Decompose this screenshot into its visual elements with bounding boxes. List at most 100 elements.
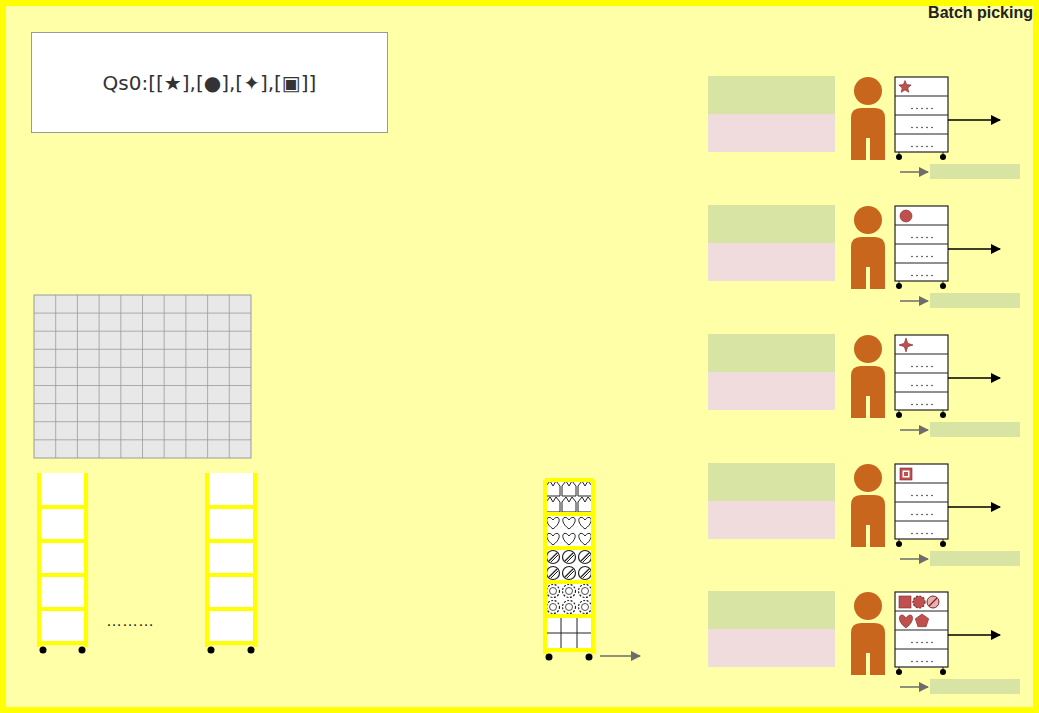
shelf-dots (921, 275, 923, 277)
picker-row (708, 76, 1020, 179)
progress-bar (930, 293, 1020, 308)
pattern-grid (545, 633, 593, 634)
shelf-dots (921, 495, 923, 497)
shelf-dots (931, 275, 933, 277)
shelf-dots (921, 661, 923, 663)
pattern-slash (567, 555, 574, 562)
shelf-dots (916, 642, 918, 644)
grid-line (34, 403, 251, 404)
shelf-dots (911, 495, 913, 497)
cart-wheel (896, 154, 902, 160)
cart-shelf (39, 641, 86, 645)
cart-shelf (207, 573, 255, 577)
shelf-dots (921, 514, 923, 516)
picker-row (708, 463, 1020, 566)
status-box-pink (708, 372, 835, 410)
grid-line (120, 295, 121, 458)
shelf-dots (931, 642, 933, 644)
shelf-dots (926, 237, 928, 239)
picking-cart (895, 206, 948, 281)
pattern-hexagon (546, 481, 560, 496)
yellow-cart (207, 473, 255, 654)
cart-shelf (545, 648, 593, 652)
grid-line (34, 367, 251, 368)
shelf-dots (926, 495, 928, 497)
status-box-pink (708, 501, 835, 539)
shelf-dots (911, 127, 913, 129)
progress-arrow (900, 558, 928, 560)
cart-post (543, 480, 547, 654)
shelf-dots (911, 661, 913, 663)
queue-box: Qs0:[[★],[●],[✦],[▣]] (31, 32, 388, 133)
progress-arrow (900, 300, 928, 302)
picker-body (851, 495, 885, 547)
status-box-pink (708, 114, 835, 152)
progress-bar (930, 679, 1020, 694)
cart-shelf (545, 478, 593, 482)
picker-body (851, 623, 885, 675)
pattern-flower-core (582, 588, 589, 595)
shelf-dots (916, 514, 918, 516)
pattern-flower-core (566, 604, 573, 611)
shelf-dots (931, 404, 933, 406)
shelf-dots (921, 256, 923, 258)
pattern-slash (581, 569, 589, 577)
status-box-green (708, 334, 835, 372)
diagram-title: Batch picking (928, 4, 1033, 22)
pattern-slash (583, 555, 590, 562)
grid-line (99, 295, 100, 458)
shelf-dots (911, 404, 913, 406)
shelf-dots (921, 404, 923, 406)
cart-shelf (895, 648, 948, 649)
picker-body (851, 366, 885, 418)
cart-shelf (895, 353, 948, 354)
status-box-pink (708, 629, 835, 667)
shelf-dots (921, 642, 923, 644)
output-arrow (948, 119, 1000, 121)
output-arrow (948, 506, 1000, 508)
shelf-pattern (545, 548, 593, 580)
cart-wheel (940, 283, 946, 289)
shelf-dots (916, 146, 918, 148)
output-arrow (948, 377, 1000, 379)
picking-cart (895, 464, 948, 539)
yellow-cart (545, 480, 593, 661)
shelf-dots (926, 108, 928, 110)
picker-head (854, 335, 882, 363)
cart-wheel (896, 412, 902, 418)
pattern-hexagon (562, 481, 576, 496)
pattern-slashed-circle (547, 551, 560, 564)
pattern-heart (579, 517, 591, 529)
shelf-dots (921, 385, 923, 387)
shelf-dots (931, 495, 933, 497)
shelf-dots (921, 366, 923, 368)
cart-post (84, 473, 88, 647)
grid-line (185, 295, 186, 458)
sparkle-item (899, 338, 913, 352)
square-item-inner (903, 471, 910, 478)
shelf-dots (931, 661, 933, 663)
cart-shelf (895, 391, 948, 392)
cart-shelf (39, 505, 86, 509)
block-item (899, 596, 911, 608)
move-arrow (600, 655, 640, 657)
ellipsis-label: ……… (106, 612, 154, 630)
shelf-dots (911, 275, 913, 277)
pattern-slashed-circle (579, 567, 592, 580)
output-arrow (948, 248, 1000, 250)
cart-shelf (895, 95, 948, 96)
grid-line (34, 385, 251, 386)
grid-line (34, 331, 251, 332)
cart-shelf (545, 580, 593, 584)
cart-post (591, 480, 595, 654)
cart-wheel (248, 647, 255, 654)
shelf-dots (926, 533, 928, 535)
progress-bar (930, 551, 1020, 566)
picker-row (708, 591, 1020, 694)
shelf-dots (916, 404, 918, 406)
cart-shelf (545, 546, 593, 550)
shelf-dots (916, 256, 918, 258)
storage-grid (34, 295, 251, 458)
circle-item (900, 210, 912, 222)
picker-row (708, 205, 1020, 308)
